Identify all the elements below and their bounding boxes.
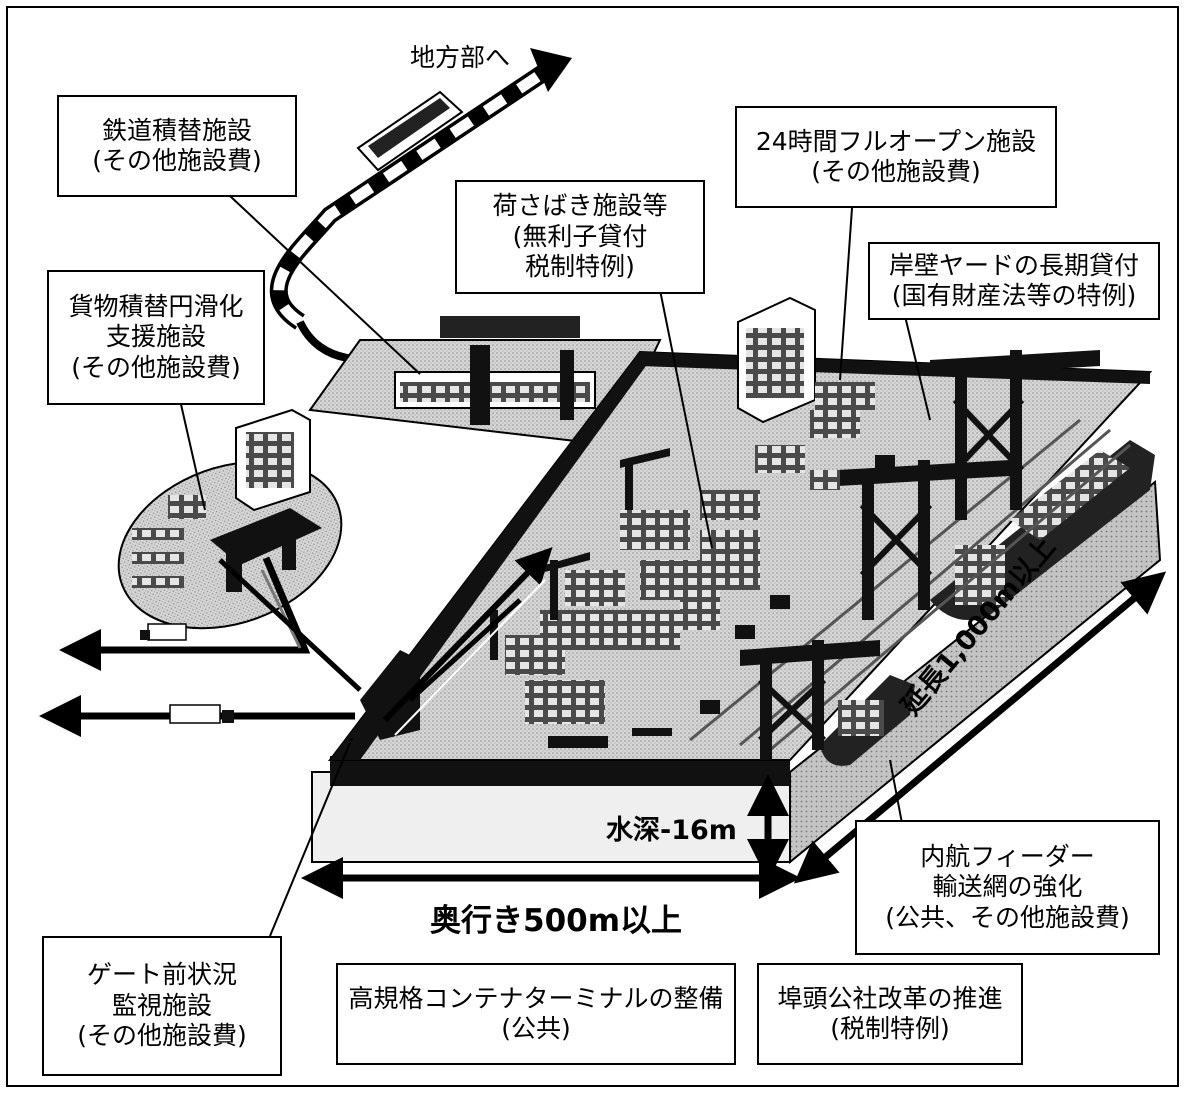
cargo-handling-tax: 税制特例) xyxy=(525,252,635,282)
gate-budget: (その他施設費) xyxy=(77,1021,247,1051)
road-connectors xyxy=(39,556,362,737)
cargo-handling-callout: 荷さばき施設等 (無利子貸付 税制特例) xyxy=(455,180,705,294)
pier-reform-title: 埠頭公社改革の推進 xyxy=(777,983,1003,1013)
office-building-icon xyxy=(737,296,875,424)
yard-depth-label: 奥行き500m以上 xyxy=(430,903,683,939)
terminal-budget: (公共) xyxy=(501,1014,571,1043)
arrow-to-region-icon xyxy=(530,48,572,92)
feeder-budget: (公共、その他施設費) xyxy=(885,902,1130,932)
office-building-icon xyxy=(235,408,311,512)
rail-yard xyxy=(308,316,662,447)
pier-reform-callout: 埠頭公社改革の推進 (税制特例) xyxy=(757,963,1023,1065)
cargo-transfer-callout: 貨物積替円滑化 支援施設 (その他施設費) xyxy=(47,270,265,405)
open-24h-budget: (その他施設費) xyxy=(811,157,981,186)
feeder-callout: 内航フィーダー 輸送網の強化 (公共、その他施設費) xyxy=(855,820,1160,955)
cargo-transfer-budget: (その他施設費) xyxy=(71,352,241,382)
gate-structure xyxy=(360,547,553,740)
terminal-title: 高規格コンテナターミナルの整備 xyxy=(348,983,724,1013)
callout-leaders xyxy=(179,195,931,937)
truck-icon xyxy=(169,704,234,724)
feeder-subtitle: 輸送網の強化 xyxy=(932,872,1083,902)
rail-transfer-title: 鉄道積替施設 xyxy=(101,115,252,145)
cargo-handling-title: 荷さばき施設等 xyxy=(492,191,668,221)
cargo-transfer-title: 貨物積替円滑化 xyxy=(68,291,244,321)
gate-subtitle: 監視施設 xyxy=(111,990,212,1020)
gantry-crane-icon xyxy=(930,350,1100,520)
transfer-crane-icon xyxy=(490,448,670,660)
container-stack-icon xyxy=(505,410,860,724)
gate-title: ゲート前状況 xyxy=(86,960,237,990)
rail-transfer-callout: 鉄道積替施設 (その他施設費) xyxy=(57,95,297,197)
gate-callout: ゲート前状況 監視施設 (その他施設費) xyxy=(42,936,282,1076)
rail-transfer-budget: (その他施設費) xyxy=(92,146,262,175)
truck-icon xyxy=(548,455,895,748)
quay-lease-law: (国有財産法等の特例) xyxy=(891,281,1137,310)
cargo-handling-loan: (無利子貸付 xyxy=(512,221,648,251)
feeder-title: 内航フィーダー xyxy=(920,841,1095,871)
terminal-callout: 高規格コンテナターミナルの整備 (公共) xyxy=(336,963,736,1065)
open-24h-title: 24時間フルオープン施設 xyxy=(755,126,1037,156)
quay-lease-callout: 岸壁ヤードの長期貸付 (国有財産法等の特例) xyxy=(868,242,1160,320)
transfer-facility-area xyxy=(117,408,343,630)
truck-icon xyxy=(140,623,187,641)
pier-reform-tax: (税制特例) xyxy=(830,1014,950,1043)
freight-train-icon xyxy=(356,90,464,172)
to-region-label: 地方部へ xyxy=(410,43,511,72)
quay-lease-title: 岸壁ヤードの長期貸付 xyxy=(888,250,1139,280)
cargo-transfer-subtitle: 支援施設 xyxy=(105,322,206,352)
water-depth-label: 水深-16m xyxy=(606,815,737,846)
open-24h-callout: 24時間フルオープン施設 (その他施設費) xyxy=(735,106,1057,208)
